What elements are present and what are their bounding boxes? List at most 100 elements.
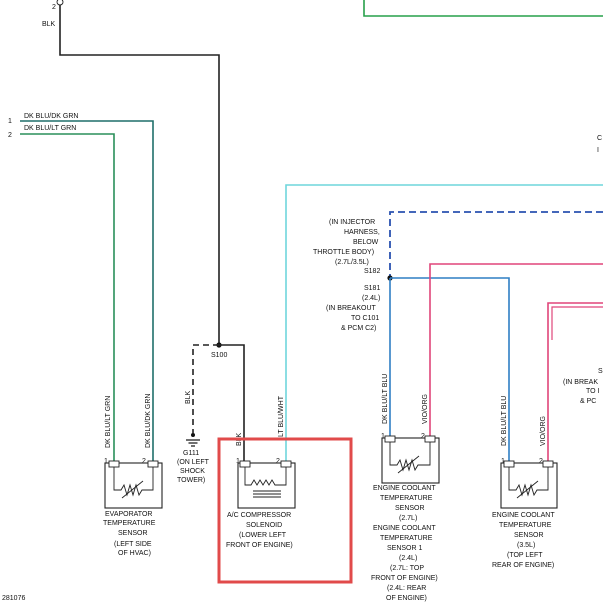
left-input-wires: 1 DK BLU/DK GRN 2 DK BLU/LT GRN	[8, 113, 154, 462]
thermistor-arrow	[121, 480, 144, 499]
ect27-label-6: TEMPERATURE	[380, 535, 433, 542]
vio-org-wire-b	[547, 302, 603, 462]
ect35-label-5: (TOP LEFT	[507, 552, 543, 559]
evap-pin-2-socket	[147, 460, 159, 468]
edge-text-c: C	[597, 135, 602, 142]
ect27-label-11: (2.4L: REAR	[387, 585, 426, 592]
ac-label-3: (LOWER LEFT	[239, 532, 287, 539]
injector-note-4: THROTTLE BODY)	[313, 249, 374, 256]
edge-text-to: TO I	[586, 388, 600, 395]
s100-label: S100	[211, 352, 227, 359]
coil-icon	[244, 467, 287, 486]
dkblu-ltblu-label-b: DK BLU/LT BLU	[501, 396, 508, 446]
ect27-label-10: FRONT OF ENGINE)	[371, 575, 438, 582]
edge-text-breakout: (IN BREAK	[563, 379, 598, 386]
s181-note-4: & PCM C2)	[341, 325, 376, 332]
evap-left-wire-label: DK BLU/LT GRN	[105, 396, 112, 448]
top-pin-circle	[56, 0, 64, 6]
evap-label-5: OF HVAC)	[118, 550, 151, 557]
ac-solenoid-highlight-box	[217, 437, 353, 584]
figure-id: 281076	[2, 595, 25, 602]
ac-label-2: SOLENOID	[246, 522, 282, 529]
s181-label: S181	[364, 285, 380, 292]
s181-note-2: (IN BREAKOUT	[326, 305, 377, 312]
ac-pin-1-socket	[239, 460, 251, 468]
ac-pin-2: 2	[276, 458, 280, 465]
ltblu-wht-label: LT BLU/WHT	[278, 395, 285, 437]
s100-splice: S100	[192, 342, 245, 462]
ect27-body	[381, 437, 440, 484]
ground-connector-dot	[191, 433, 195, 437]
top-blk-pin-label: 2	[52, 4, 56, 11]
ac-body	[237, 462, 296, 509]
ect35-label-2: TEMPERATURE	[499, 522, 552, 529]
ground-note-1: G111	[183, 450, 199, 457]
evap-label-1: EVAPORATOR	[105, 511, 152, 518]
injector-note-1: (IN INJECTOR	[329, 219, 375, 226]
ac-pin-1: 1	[236, 458, 240, 465]
vio-org-label-a: VIO/ORG	[422, 394, 429, 424]
dkblu-ltgrn-pin: 2	[8, 132, 12, 139]
dkblu-dkgrn-wire	[20, 120, 154, 462]
evap-label-4: (LEFT SIDE	[114, 541, 152, 548]
vio-org-label-b: VIO/ORG	[540, 416, 547, 446]
ac-compressor-solenoid: 1 2	[236, 458, 296, 509]
ltblu-wht-wire	[285, 184, 603, 462]
ground-note-2: (ON LEFT	[177, 459, 210, 466]
ect27-label-1: ENGINE COOLANT	[373, 485, 436, 492]
top-blk-wire: 2 BLK	[42, 0, 220, 345]
edge-text-s: S	[598, 368, 603, 375]
evap-pin-2: 2	[142, 458, 146, 465]
ect27-label-7: SENSOR 1	[387, 545, 423, 552]
blue-branch-wire	[390, 277, 510, 462]
evaporator-sensor: 1 2	[104, 458, 163, 509]
ground-note-4: TOWER)	[177, 477, 205, 484]
evap-body	[104, 462, 163, 509]
s181-note-3: TO C101	[351, 315, 379, 322]
ect27-label-8: (2.4L)	[399, 555, 417, 562]
edge-text-i: I	[597, 147, 599, 154]
blk-to-solenoid-wire	[219, 344, 245, 462]
injector-note-3: BELOW	[353, 239, 379, 246]
injector-note-2: HARNESS,	[344, 229, 380, 236]
dkblu-ltgrn-wire	[20, 133, 115, 462]
ac-label-1: A/C COMPRESSOR	[227, 512, 291, 519]
ect-sensor-27: 1 2	[381, 433, 440, 484]
ect35-pin-2: 2	[539, 458, 543, 465]
ect27-pin-1-socket	[384, 435, 396, 443]
ect27-label-4: (2.7L)	[399, 515, 417, 522]
ac-pin-2-socket	[280, 460, 292, 468]
ect27-label-5: ENGINE COOLANT	[373, 525, 436, 532]
ect35-label-6: REAR OF ENGINE)	[492, 562, 554, 569]
ect35-pin-1: 1	[501, 458, 505, 465]
blk-to-ground-wire	[192, 344, 219, 433]
vio-org-wire-a	[429, 263, 603, 462]
s182-label: S182	[364, 268, 380, 275]
ect27-pin-1: 1	[381, 433, 385, 440]
top-green-wire	[363, 0, 603, 17]
ect35-pin-2-socket	[542, 460, 554, 468]
ect35-label-1: ENGINE COOLANT	[492, 512, 555, 519]
dkblu-dkgrn-pin: 1	[8, 118, 12, 125]
dkblu-dkgrn-label: DK BLU/DK GRN	[24, 113, 78, 120]
ect27-pin-2: 2	[421, 433, 425, 440]
evap-label-2: TEMPERATURE	[103, 520, 156, 527]
evap-label-3: SENSOR	[118, 530, 148, 537]
ect27-label-12: OF ENGINE)	[386, 595, 427, 602]
ect27-label-9: (2.7L: TOP	[390, 565, 424, 572]
ect35-pin-1-socket	[503, 460, 515, 468]
injector-harness-dashed-line	[389, 211, 603, 278]
injector-note-5: (2.7L/3.5L)	[335, 259, 369, 266]
vio-org-wire-c	[551, 306, 603, 340]
blk-main-wire	[59, 8, 220, 345]
blk-vertical-label: BLK	[185, 390, 192, 404]
ect27-pin-2-socket	[424, 435, 436, 443]
dkblu-ltblu-label-a: DK BLU/LT BLU	[382, 374, 389, 424]
ect35-label-3: SENSOR	[514, 532, 544, 539]
s181-note-1: (2.4L)	[362, 295, 380, 302]
evap-pin-1: 1	[104, 458, 108, 465]
thermistor-arrow	[397, 455, 420, 474]
evap-pin-1-socket	[108, 460, 120, 468]
evap-right-wire-label: DK BLU/DK GRN	[145, 394, 152, 448]
edge-text-pc: & PC	[580, 398, 596, 405]
